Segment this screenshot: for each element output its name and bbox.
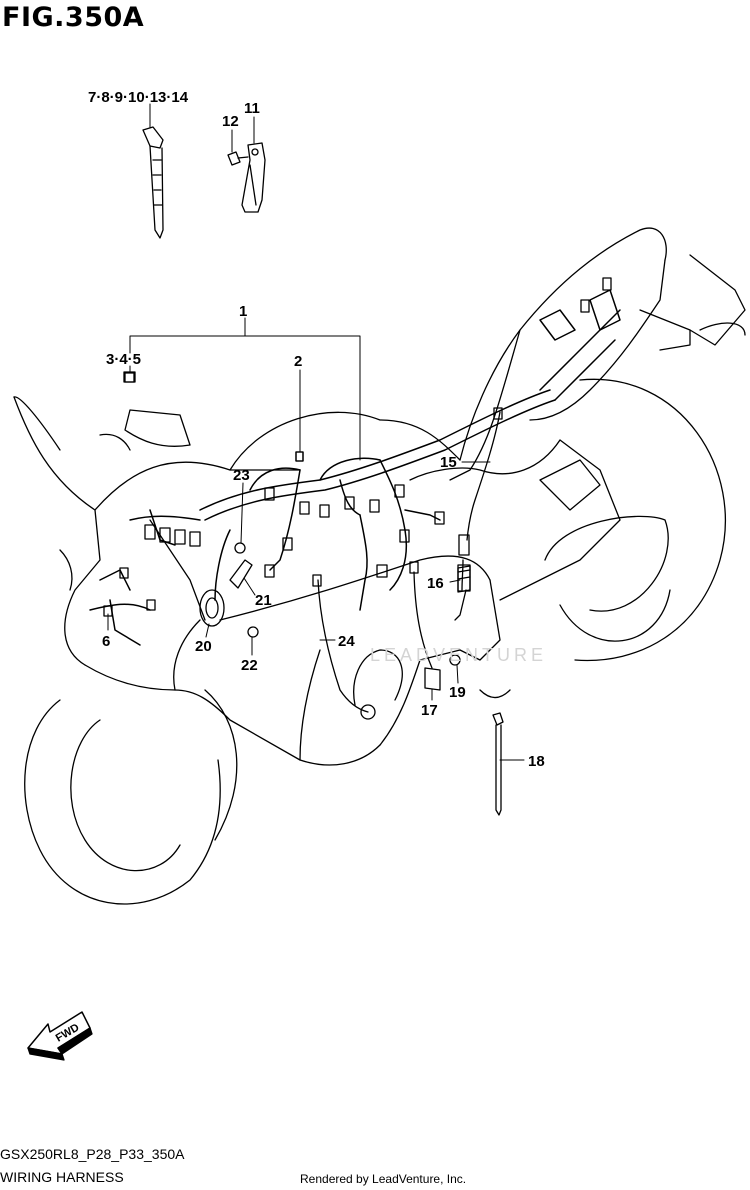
callout-12: 12 xyxy=(222,113,239,130)
callout-15: 15 xyxy=(440,454,457,471)
front-wheel xyxy=(24,689,238,905)
seat-tail xyxy=(409,227,746,699)
cable-tie-18-part xyxy=(492,712,504,816)
bracket-part xyxy=(229,559,253,589)
fuse-part xyxy=(295,451,304,462)
bolt-part xyxy=(227,151,249,166)
rear-wheel xyxy=(544,378,726,662)
bolt-22-part xyxy=(247,626,259,638)
cable-tie-part xyxy=(142,126,164,239)
callout-16: 16 xyxy=(427,575,444,592)
callout-21: 21 xyxy=(255,592,272,609)
clamp-part xyxy=(241,142,266,213)
fuel-tank xyxy=(219,411,491,761)
callout-23: 23 xyxy=(233,467,250,484)
callout-11: 11 xyxy=(244,100,260,117)
callout-18: 18 xyxy=(528,753,545,770)
callout-24: 24 xyxy=(338,633,355,650)
callout-1: 1 xyxy=(239,303,247,320)
callout-2: 2 xyxy=(294,353,302,370)
sensor-part xyxy=(457,564,471,592)
callout-20: 20 xyxy=(195,638,212,655)
front-fairing xyxy=(13,396,381,766)
callout-17: 17 xyxy=(421,702,438,719)
horn-part xyxy=(199,589,225,627)
figure-name: WIRING HARNESS xyxy=(0,1169,124,1185)
callout-3-4-5: 3·4·5 xyxy=(106,351,141,368)
bolt-23-part xyxy=(234,542,246,554)
main-harness xyxy=(89,289,621,646)
callout-7-8-9-10-13-14: 7·8·9·10·13·14 xyxy=(88,89,189,106)
figure-title: FIG.350A xyxy=(2,2,145,33)
watermark: LEADVENTURE xyxy=(370,645,548,665)
leader-lines xyxy=(107,103,525,761)
callout-6: 6 xyxy=(102,633,110,650)
rendered-by: Rendered by LeadVenture, Inc. xyxy=(300,1172,467,1186)
lead-wires xyxy=(317,411,501,720)
callout-19: 19 xyxy=(449,684,466,701)
callout-22: 22 xyxy=(241,657,258,674)
figure-code: GSX250RL8_P28_P33_350A xyxy=(0,1146,185,1162)
fwd-arrow-icon: FWD xyxy=(27,1011,93,1061)
